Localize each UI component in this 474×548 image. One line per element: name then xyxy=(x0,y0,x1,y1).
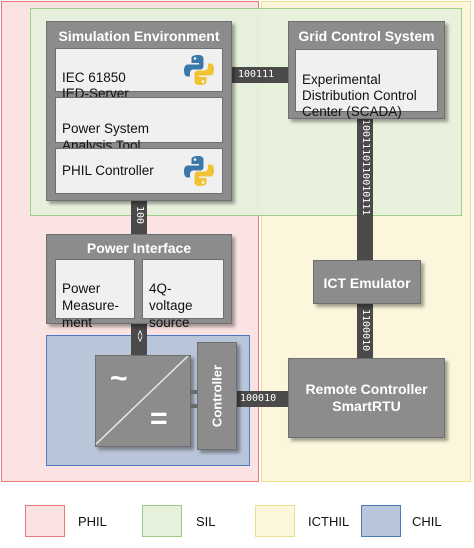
legend-ichil-swatch xyxy=(255,505,295,537)
legend-chil-label: CHIL xyxy=(412,514,442,529)
power-converter-link: <> xyxy=(131,322,147,356)
grid-ict-bits: 1001110110010111 xyxy=(360,119,371,216)
power-converter-symbol: <> xyxy=(134,330,145,343)
legend-phil-swatch xyxy=(25,505,65,537)
converter-block: ~ = xyxy=(95,355,191,447)
power-interface-block: Power Interface Power Measure- ment 4Q- … xyxy=(46,234,232,330)
scada-label: Experimental Distribution Control Center… xyxy=(302,72,417,119)
voltage-source-box: 4Q- voltage source xyxy=(142,259,224,330)
legend-chil-swatch xyxy=(361,505,401,537)
legend-ichil-label: ICTHIL xyxy=(308,514,350,529)
grid-control-system-block: Grid Control System Experimental Distrib… xyxy=(288,21,445,119)
sim-grid-link: 100111 xyxy=(231,67,289,83)
controller-block: Controller xyxy=(197,342,237,450)
power-system-analysis-label: Power System Analysis Tool xyxy=(62,121,150,153)
remote-controller-title: Remote Controller SmartRTU xyxy=(305,381,428,414)
converter-controller-link-bottom xyxy=(190,404,198,408)
legend-phil-label: PHIL xyxy=(78,514,107,529)
grid-control-system-title: Grid Control System xyxy=(298,28,435,44)
ict-emulator-block: ICT Emulator xyxy=(313,260,421,304)
legend-sil-label: SIL xyxy=(196,514,216,529)
simulation-environment-title: Simulation Environment xyxy=(58,28,220,44)
converter-diagonal xyxy=(96,356,189,445)
iec-ied-server-box: IEC 61850 IED-Server xyxy=(55,48,223,101)
controller-remote-link: 100010 xyxy=(236,391,288,407)
phil-controller-box: PHIL Controller xyxy=(55,148,223,194)
ict-remote-link: 1100010 xyxy=(357,303,373,361)
power-interface-title: Power Interface xyxy=(86,240,192,256)
grid-ict-link: 1001110110010111 xyxy=(357,117,373,262)
phil-controller-label: PHIL Controller xyxy=(62,163,154,178)
dc-symbol: = xyxy=(150,402,168,435)
sim-power-bits: 100 xyxy=(134,206,145,225)
power-measurement-box: Power Measure- ment xyxy=(55,259,135,330)
ac-symbol: ~ xyxy=(110,362,128,395)
sim-grid-bits: 100111 xyxy=(238,69,275,80)
power-system-analysis-box: Power System Analysis Tool xyxy=(55,97,223,153)
voltage-source-label: 4Q- voltage source xyxy=(149,281,193,330)
ict-remote-bits: 1100010 xyxy=(360,309,371,352)
controller-label: Controller xyxy=(209,364,225,428)
legend-sil-swatch xyxy=(142,505,182,537)
simulation-environment-block: Simulation Environment IEC 61850 IED-Ser… xyxy=(46,21,232,201)
python-icon xyxy=(184,156,214,186)
converter-controller-link-top xyxy=(190,390,198,394)
scada-box: Experimental Distribution Control Center… xyxy=(295,49,438,119)
python-icon xyxy=(184,55,214,85)
sim-power-link: 100 xyxy=(131,200,147,238)
power-measurement-label: Power Measure- ment xyxy=(62,281,120,330)
controller-remote-bits: 100010 xyxy=(240,393,277,404)
ict-emulator-title: ICT Emulator xyxy=(323,275,411,291)
remote-controller-block: Remote Controller SmartRTU xyxy=(288,358,445,438)
